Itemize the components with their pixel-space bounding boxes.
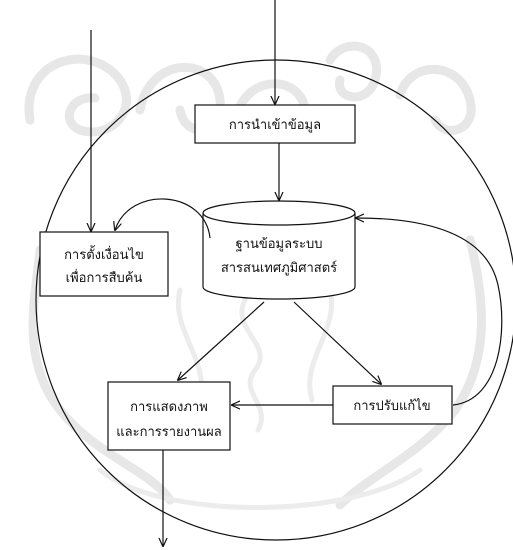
edit-node: การปรับแก้ไข [332, 385, 453, 425]
system-boundary-circle [35, 59, 513, 541]
edge-database-to-edit [293, 301, 381, 384]
watermark-seal [24, 41, 486, 510]
display-label-line1: การแสดงภาพ [130, 400, 208, 415]
edit-label: การปรับแก้ไข [353, 398, 430, 414]
import-label: การนำเข้าข้อมูล [229, 118, 321, 133]
edge-database-to-query [115, 198, 211, 239]
edge-edit-to-database [356, 218, 503, 406]
edges [91, 0, 503, 546]
query-label-line1: การตั้งเงื่อนไข [64, 245, 144, 263]
display-label-line2: และการรายงานผล [116, 425, 222, 440]
database-label-line2: สารสนเทศภูมิศาสตร์ [221, 260, 337, 276]
import-node: การนำเข้าข้อมูล [194, 104, 356, 144]
edge-database-to-display [178, 301, 265, 380]
query-node: การตั้งเงื่อนไข เพื่อการสืบค้น [39, 231, 169, 297]
database-label-line1: ฐานข้อมูลระบบ [235, 237, 322, 252]
display-node: การแสดงภาพ และการรายงานผล [107, 381, 231, 451]
database-node: ฐานข้อมูลระบบ สารสนเทศภูมิศาสตร์ [202, 200, 356, 300]
query-label-line2: เพื่อการสืบค้น [66, 269, 143, 286]
